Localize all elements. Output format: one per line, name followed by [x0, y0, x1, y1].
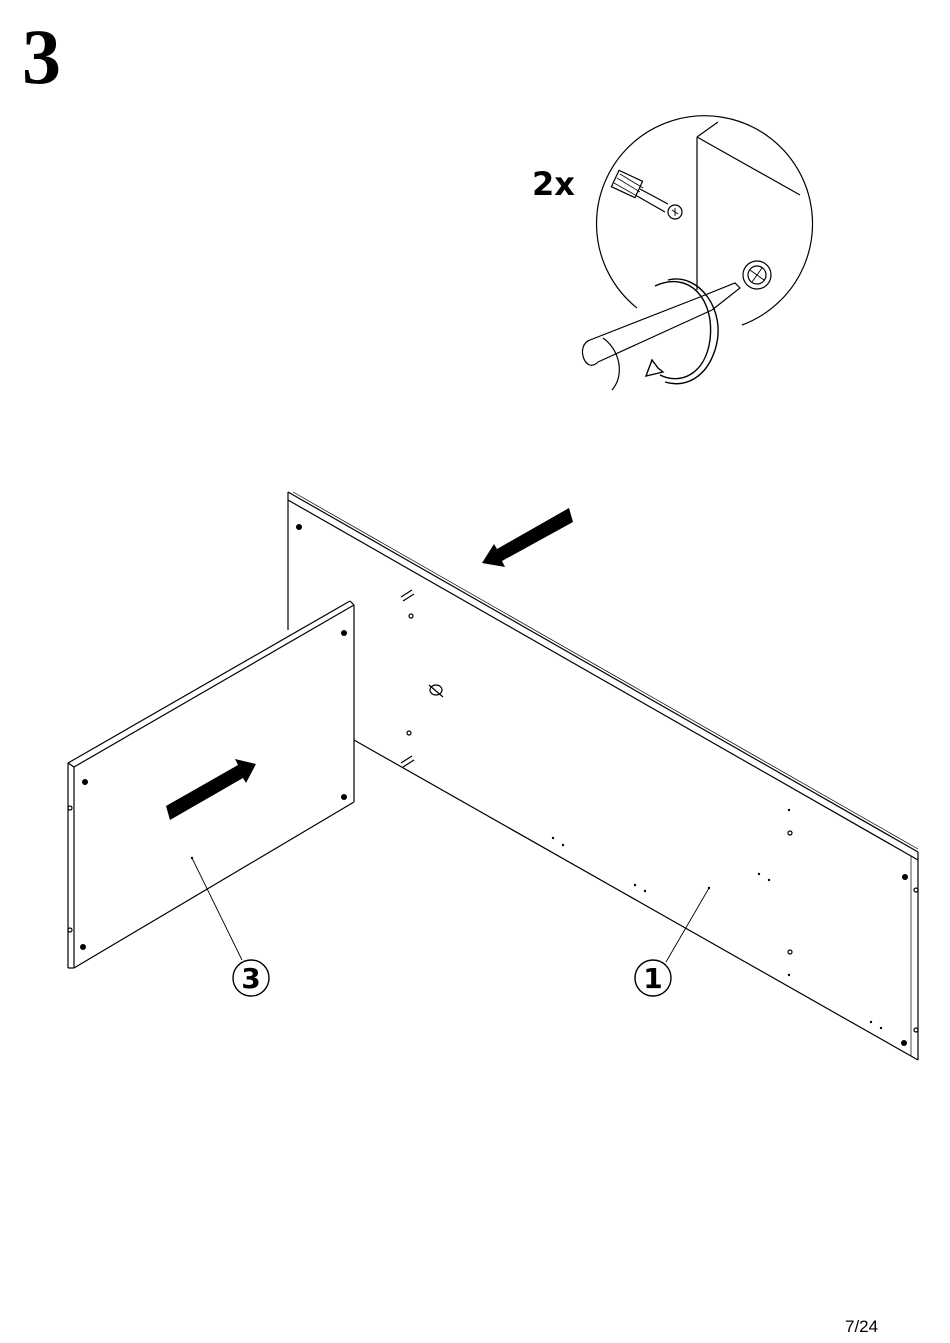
part-label-1: 1: [643, 962, 662, 995]
detail-inset: [582, 116, 812, 390]
cam-lock-screw-icon: [611, 170, 682, 219]
cam-lock-head-icon: [743, 261, 771, 289]
screwdriver-icon: [582, 283, 740, 390]
panel-1: [288, 492, 918, 1060]
cam-lock-screw-icon: [429, 685, 443, 697]
part-label-3: 3: [241, 962, 260, 995]
part-callout-1: 1: [635, 960, 671, 996]
direction-arrows: [166, 508, 573, 820]
part-callout-3: 3: [233, 960, 269, 996]
page-number: 7/24: [845, 1318, 878, 1335]
arrow-right-icon: [166, 759, 256, 820]
dowel-icon: [401, 590, 414, 767]
arrow-left-icon: [482, 508, 573, 567]
